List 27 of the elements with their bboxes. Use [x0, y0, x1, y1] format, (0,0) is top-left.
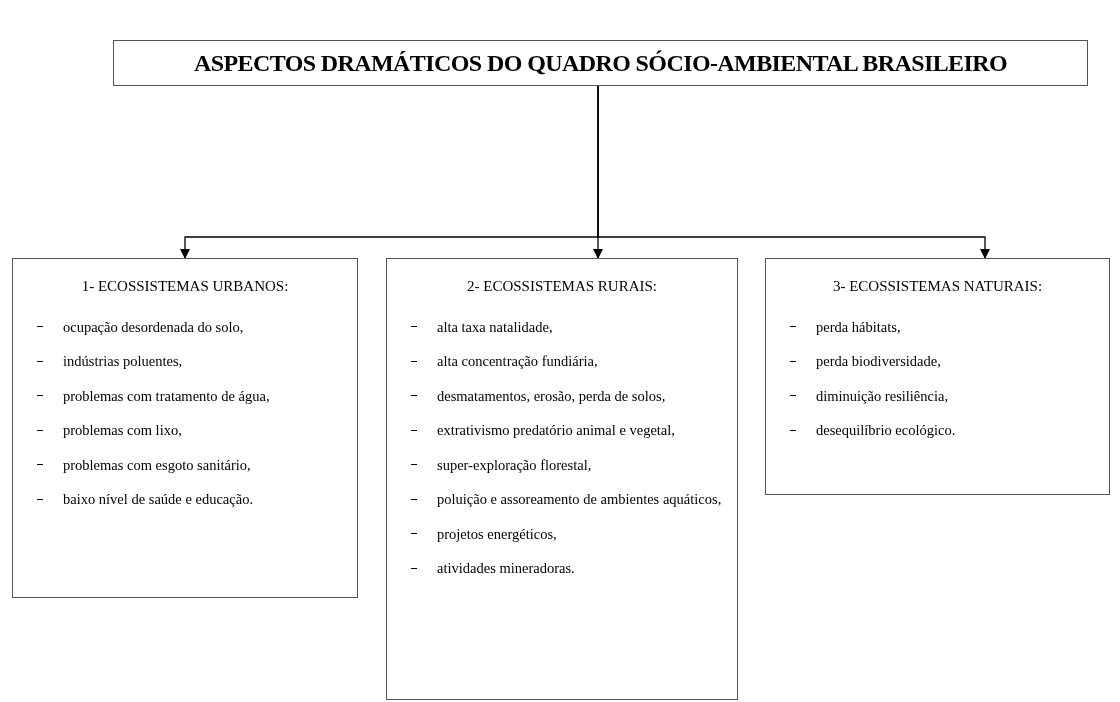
- category-heading: 3- ECOSSISTEMAS NATURAIS:: [831, 277, 1044, 296]
- node-label: ASPECTOS DRAMÁTICOS DO QUADRO SÓCIO-AMBIENTAL BRASILEIRO: [194, 49, 1007, 78]
- list-item: desmatamentos, erosão, perda de solos,: [437, 386, 666, 405]
- list-item: desequilíbrio ecológico.: [816, 421, 956, 439]
- title-box: [113, 40, 1088, 86]
- category-box: [386, 258, 738, 700]
- category-box: [765, 258, 1110, 495]
- list-item: alta taxa natalidade,: [437, 317, 553, 336]
- list-item: ocupação desordenada do solo,: [63, 317, 244, 336]
- list-item: indústrias poluentes,: [63, 352, 183, 370]
- category-box: [12, 258, 358, 598]
- list-item: perda hábitats,: [816, 317, 901, 336]
- category-heading: 2- ECOSSISTEMAS RURAIS:: [465, 277, 658, 296]
- list-item: super-exploração florestal,: [437, 455, 592, 474]
- arrow: [597, 85, 990, 259]
- list-item: alta concentração fundiária,: [437, 352, 598, 370]
- list-item: atividades mineradoras.: [437, 559, 575, 577]
- list-item: poluição e assoreamento de ambientes aquáticos,: [437, 490, 722, 508]
- list-item: extrativismo predatório animal e vegetal,: [437, 421, 675, 439]
- list-item: problemas com lixo,: [63, 421, 182, 439]
- list-item: problemas com tratamento de água,: [63, 386, 270, 405]
- list-item: baixo nível de saúde e educação.: [63, 490, 254, 508]
- list-item: projetos energéticos,: [437, 524, 557, 543]
- list-item: perda biodiversidade,: [816, 352, 941, 370]
- category-heading: 1- ECOSSISTEMAS URBANOS:: [80, 277, 290, 296]
- list-item: diminuição resiliência,: [816, 386, 949, 405]
- list-item: problemas com esgoto sanitário,: [63, 455, 251, 474]
